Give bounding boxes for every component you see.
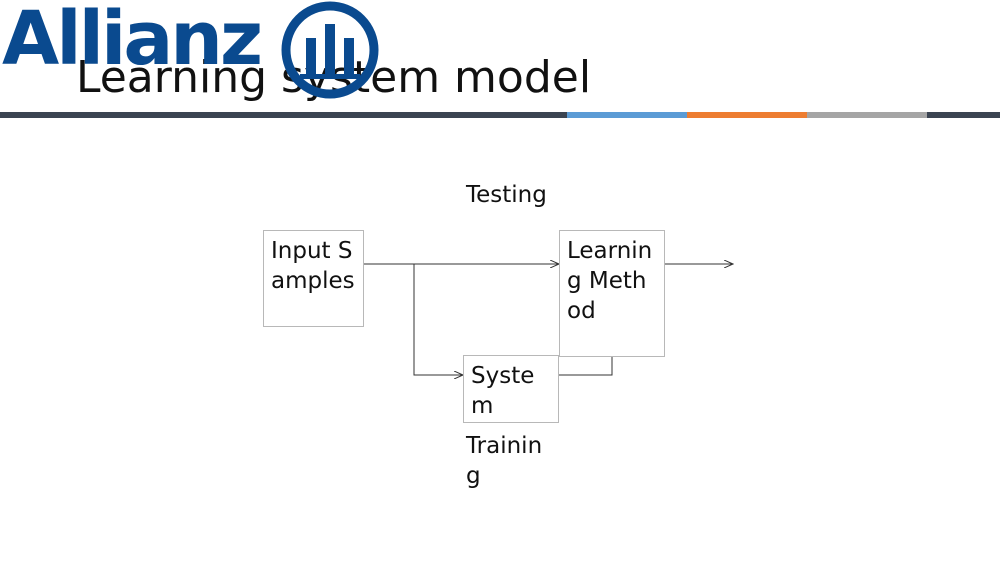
arrow-input-to-system [413, 264, 463, 375]
node-learning-method: Learning Method [559, 230, 665, 357]
accent-bar-segment [927, 112, 1000, 118]
accent-bar-segment [687, 112, 807, 118]
label-training: Training [466, 433, 543, 489]
node-system: System [463, 355, 559, 423]
accent-bar-segment [0, 112, 567, 118]
accent-bar-segment [807, 112, 927, 118]
accent-bar-segment [567, 112, 687, 118]
allianz-logo: Allianz [0, 0, 382, 100]
label-testing: Testing [466, 182, 547, 208]
node-input-samples: Input Samples [263, 230, 364, 327]
allianz-eagle-icon [281, 1, 379, 99]
logo-wordmark: Allianz [2, 0, 263, 82]
